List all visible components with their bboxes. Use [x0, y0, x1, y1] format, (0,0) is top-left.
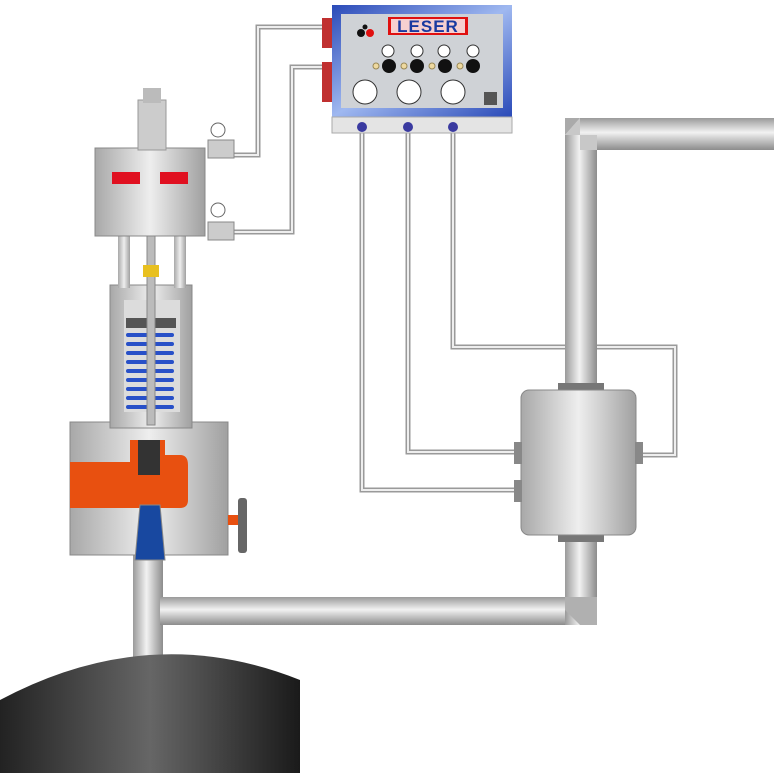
pressure-gauge-lower: [210, 202, 226, 218]
leser-logo-text: LESER: [397, 17, 459, 36]
sensor-housing: [514, 383, 643, 542]
control-buttons: [382, 59, 480, 73]
control-button[interactable]: [382, 59, 396, 73]
outlet-pipe-vertical: [565, 135, 597, 625]
small-gauges: [381, 44, 480, 58]
small-gauge: [381, 44, 395, 58]
bypass-pipe-horizontal: [160, 597, 580, 625]
outlet-flange: [238, 498, 247, 553]
safety-valve: [69, 88, 247, 561]
sensor-line-1: [359, 128, 520, 493]
impulse-line-lower: [232, 64, 334, 235]
handwheel[interactable]: [357, 122, 367, 132]
pressure-vessel: [0, 654, 300, 773]
handwheel[interactable]: [448, 122, 458, 132]
control-button[interactable]: [410, 59, 424, 73]
large-gauge: [396, 79, 422, 105]
outlet-pipe-horizontal: [580, 118, 774, 150]
small-gauge: [437, 44, 451, 58]
large-gauge: [440, 79, 466, 105]
sensor-line-2: [405, 128, 520, 455]
small-gauge: [466, 44, 480, 58]
small-gauge: [410, 44, 424, 58]
inlet-pipe: [133, 555, 163, 665]
large-gauge: [352, 79, 378, 105]
pressure-gauge-upper: [210, 122, 226, 138]
handwheel[interactable]: [403, 122, 413, 132]
actuator: [94, 147, 206, 237]
indicator-lamps: [372, 62, 464, 70]
control-button[interactable]: [438, 59, 452, 73]
impulse-line-upper: [232, 24, 334, 158]
control-cabinet: LESER: [322, 5, 513, 134]
valve-nozzle: [134, 504, 166, 561]
valve-manifold-handwheels: [357, 122, 458, 132]
control-button[interactable]: [466, 59, 480, 73]
large-gauges: [352, 79, 466, 105]
piping: [133, 118, 774, 665]
